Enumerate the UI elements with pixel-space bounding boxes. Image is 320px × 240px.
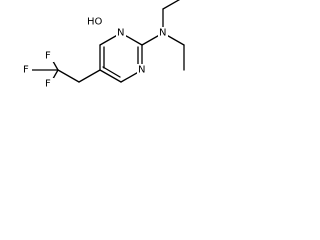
atom-f1: F [44, 50, 54, 62]
n3-label: N [117, 28, 124, 39]
bond-c5-ch2 [78, 69, 101, 83]
atom-amine-n: N [158, 27, 168, 39]
atom-f3: F [44, 78, 54, 90]
oh-label: HO [87, 17, 103, 28]
bond-ch2-cf3 [57, 69, 80, 83]
atom-f2: F [22, 64, 32, 76]
atom-n3: N [116, 27, 126, 39]
n1-label: N [138, 65, 145, 76]
amine-n-label: N [159, 28, 166, 39]
bond-ethyl1-ch3 [162, 0, 181, 10]
bond-c6-c5-double [102, 66, 121, 78]
atom-oh: HO [86, 15, 104, 29]
f1-label: F [45, 51, 51, 62]
molecule-structure: HO N N N F F F [22, 0, 185, 90]
f3-label: F [45, 79, 51, 90]
atom-n1: N [137, 64, 147, 76]
bond-c6-c5 [99, 69, 122, 83]
f2-label: F [23, 65, 29, 76]
